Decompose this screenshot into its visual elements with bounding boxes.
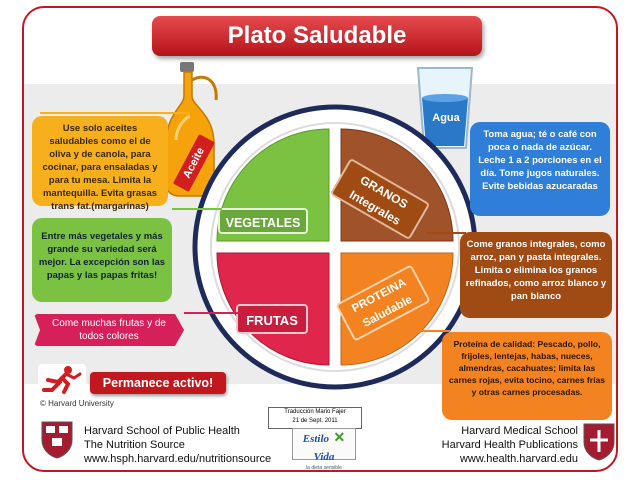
harvard-shield-left-icon <box>41 421 73 459</box>
page-title: Plato Saludable <box>152 16 482 56</box>
water-glass-icon <box>416 67 474 149</box>
footer-left-link[interactable]: www.hsph.harvard.edu/nutritionsource <box>84 453 272 465</box>
water-label: Agua <box>432 112 460 124</box>
vegetables-label: VEGETALES <box>218 208 308 234</box>
estilo-de-vida-logo: Estilo ✕ Vida la dieta sensible <box>292 428 356 471</box>
oil-info-box: Use solo aceites saludables como el de o… <box>32 116 168 212</box>
footer-left: Harvard School of Public Health The Nutr… <box>84 424 271 466</box>
estilo-x-icon: ✕ <box>333 429 346 445</box>
fruits-info-box: Come muchas frutas y de todos colores <box>34 314 184 346</box>
translation-credit: Traducción Mario Fajer 21 de Sept. 2011 <box>268 407 362 429</box>
grains-connector <box>426 232 466 234</box>
oil-connector <box>40 112 190 114</box>
estilo-word-1: Estilo <box>302 433 330 445</box>
footer-left-line-2: The Nutrition Source <box>84 439 185 451</box>
harvard-shield-right-icon <box>583 423 615 461</box>
fruits-label: FRUTAS <box>236 304 308 334</box>
estilo-word-2: Vida <box>313 451 335 463</box>
footer-left-line-1: Harvard School of Public Health <box>84 425 240 437</box>
estilo-tagline: la dieta sensible <box>306 465 342 471</box>
footer-right: Harvard Medical School Harvard Health Pu… <box>438 424 578 466</box>
credit-line-1: Traducción Mario Fajer <box>284 409 346 415</box>
grains-info-box: Come granos integrales, como arroz, pan … <box>460 232 612 318</box>
protein-info-box: Proteína de calidad: Pescado, pollo, fri… <box>442 332 612 420</box>
footer-right-line-1: Harvard Medical School <box>461 425 578 437</box>
fruits-connector <box>184 312 240 314</box>
copyright-text: © Harvard University <box>40 399 114 408</box>
credit-line-2: 21 de Sept. 2011 <box>292 418 338 424</box>
vegetables-connector <box>172 208 222 210</box>
footer-right-line-2: Harvard Health Publications <box>441 439 578 451</box>
plate-icon <box>192 104 478 390</box>
footer-right-link[interactable]: www.health.harvard.edu <box>459 453 578 465</box>
protein-connector <box>420 330 450 332</box>
water-info-box: Toma agua; té o café con poca o nada de … <box>470 122 610 216</box>
running-person-icon <box>38 364 86 396</box>
stay-active-banner: Permanece activo! <box>90 372 226 394</box>
vegetables-info-box: Entre más vegetales y más grande su vari… <box>32 218 172 302</box>
